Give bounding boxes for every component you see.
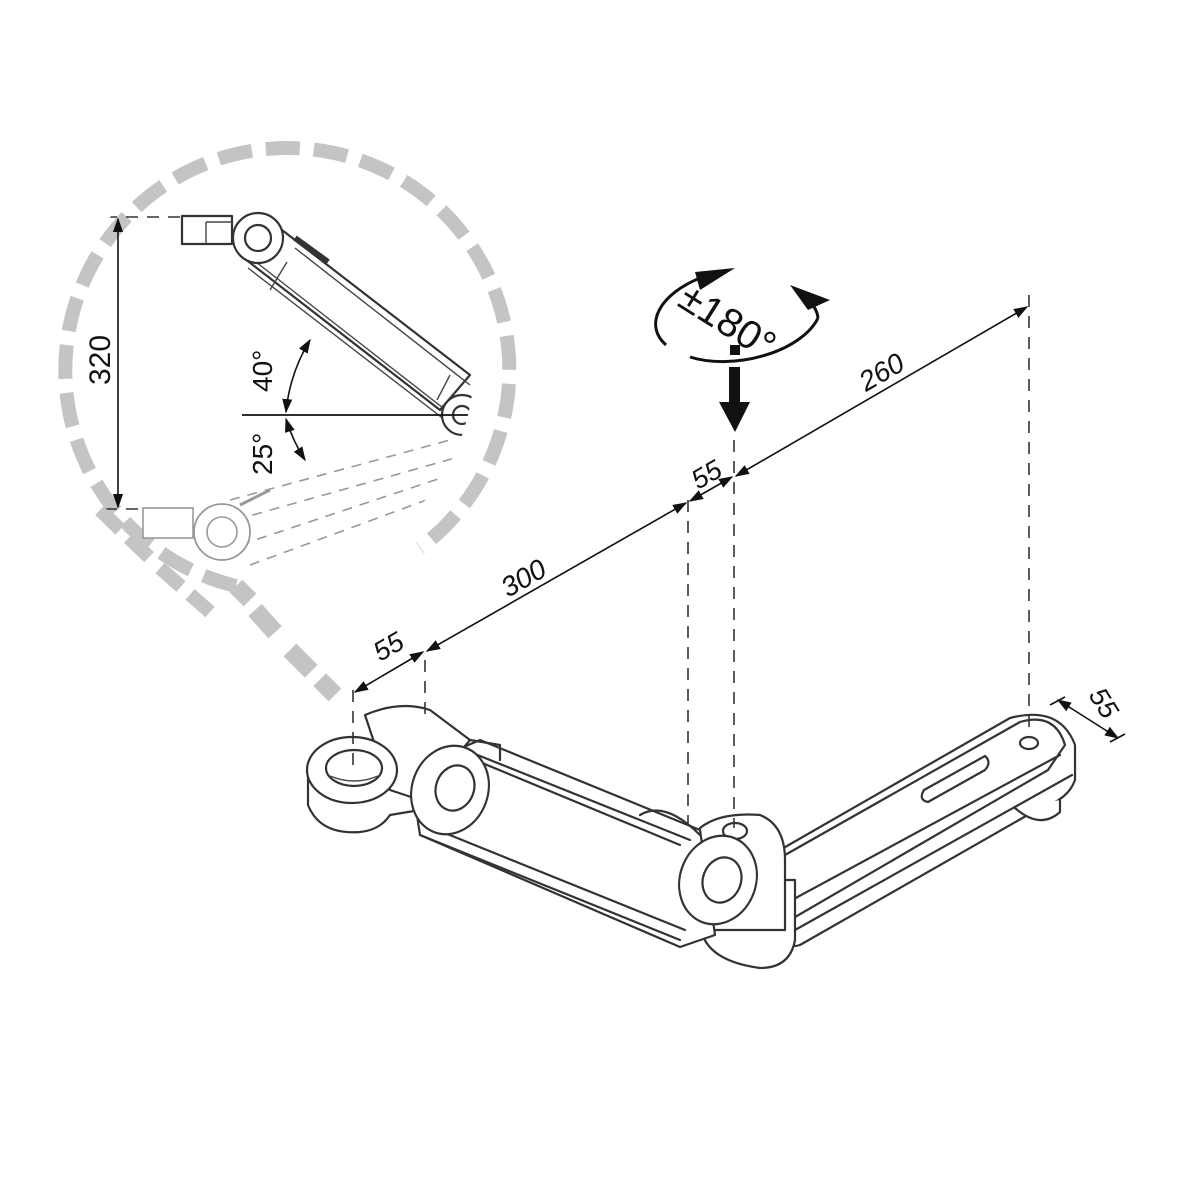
- angle-label-40: 40°: [247, 350, 278, 392]
- dim-label-55-mid: 55: [686, 454, 728, 495]
- dim-label-55-left: 55: [368, 626, 410, 667]
- down-arrow-icon: [719, 402, 750, 432]
- angle-indicators: 40° 25°: [242, 338, 470, 475]
- dim-label-320: 320: [84, 335, 117, 385]
- main-arm: [305, 704, 1077, 970]
- angle-label-25: 25°: [247, 433, 278, 475]
- ghost-arm-lowered: [142, 439, 456, 566]
- detail-callout: [58, 141, 517, 702]
- arm-segment-right: [778, 713, 1077, 948]
- dim-label-55-right: 55: [1083, 682, 1125, 724]
- rotation-label: ±180°: [671, 275, 783, 368]
- callout-pointer: [229, 579, 342, 702]
- dim-label-260: 260: [853, 347, 910, 398]
- joint-first: [410, 744, 490, 836]
- rotation-arrow-right-icon: [790, 285, 830, 310]
- dim-label-300: 300: [496, 553, 552, 603]
- detail-arm-raised: [180, 211, 474, 437]
- dimension-320: 320: [84, 216, 182, 510]
- base-pivot: [305, 704, 472, 834]
- rotation-arrow-left-icon: [695, 268, 735, 290]
- detail-view: 320 40° 25°: [84, 211, 474, 566]
- rotation-indicator: ±180°: [654, 268, 830, 432]
- joint-elbow-front: [678, 834, 758, 926]
- callout-circle: [58, 141, 517, 593]
